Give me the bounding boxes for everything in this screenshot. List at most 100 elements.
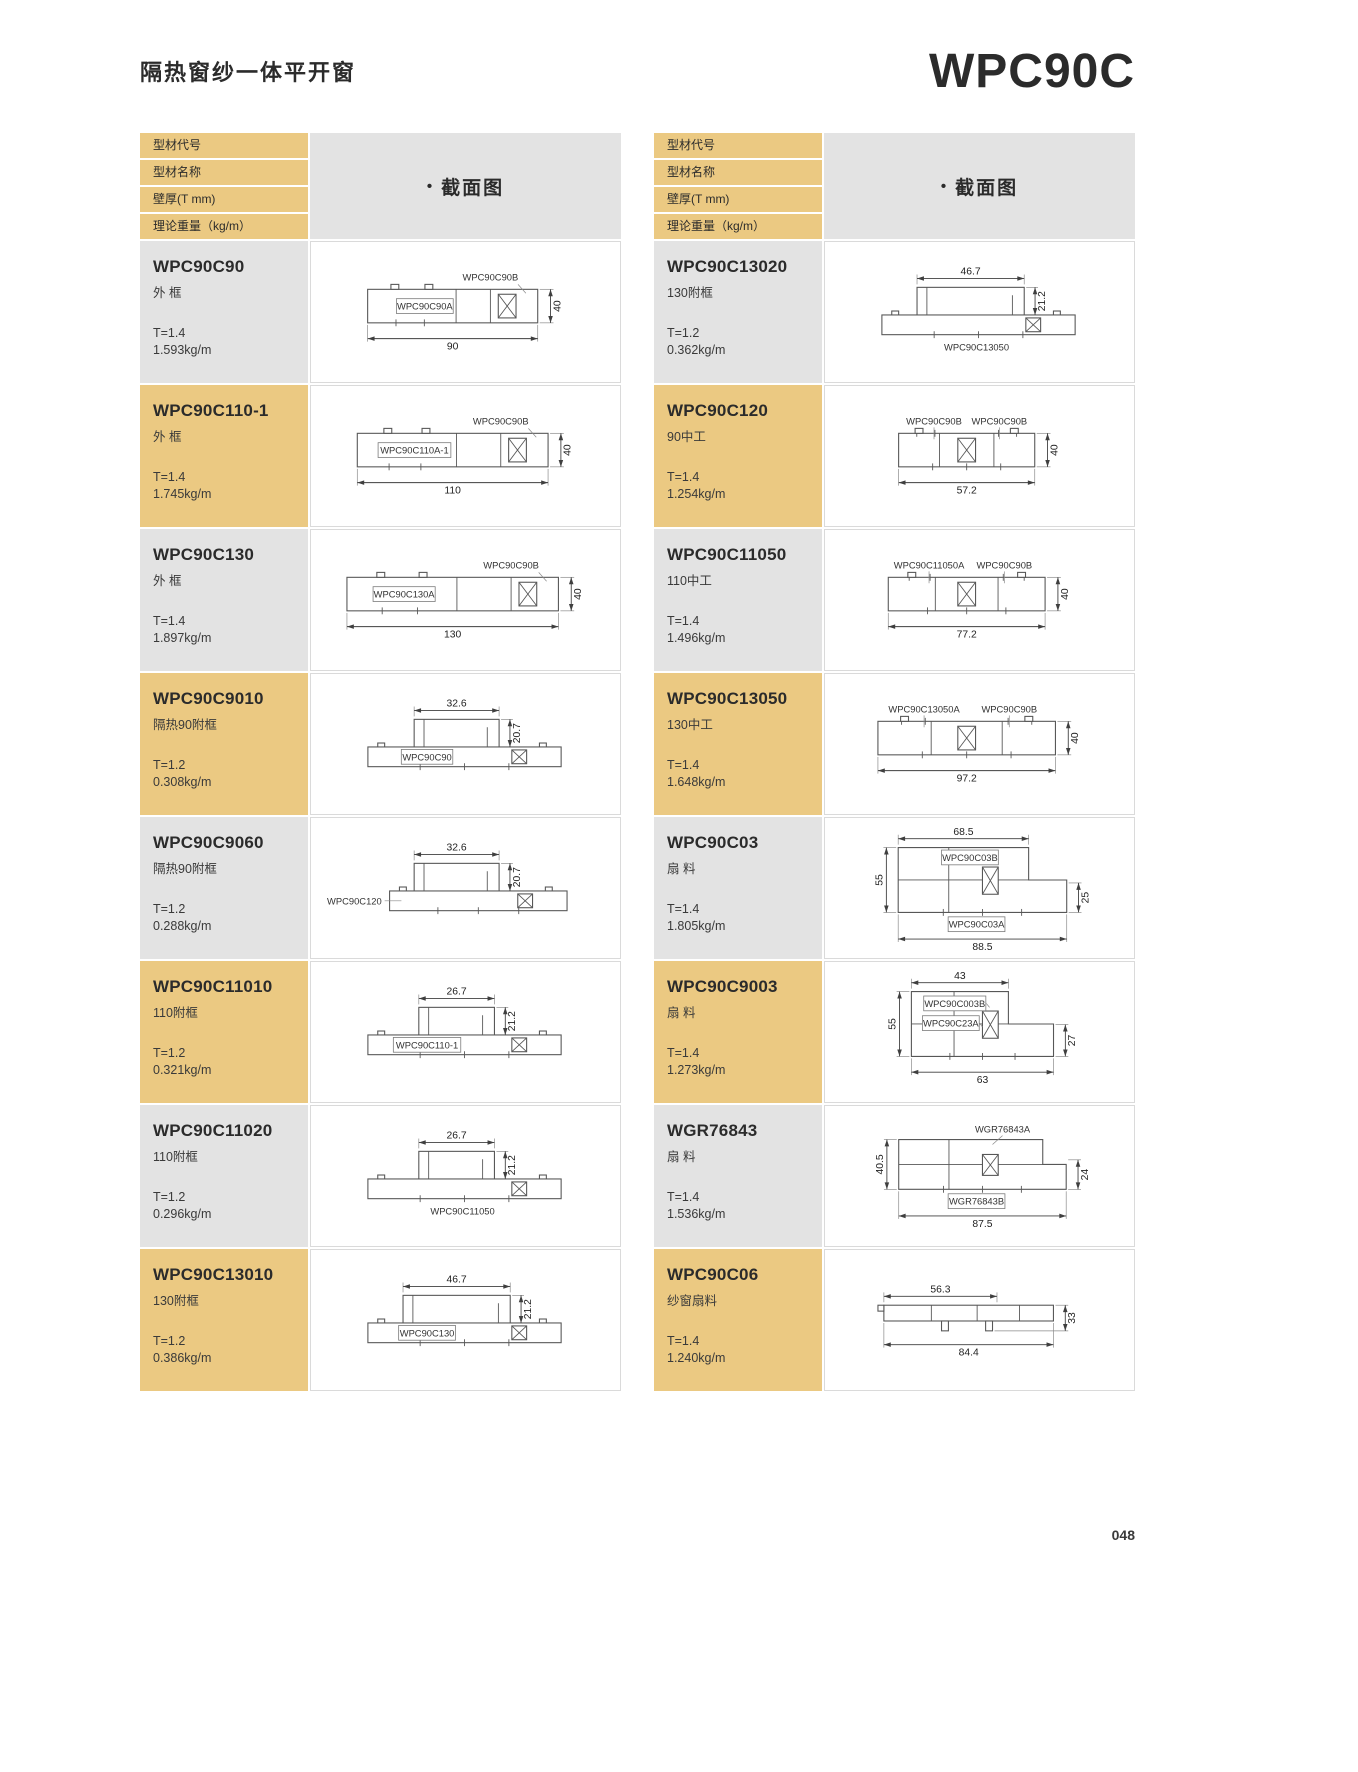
svg-text:WPC90C90A: WPC90C90A [397,302,453,312]
profile-thickness: T=1.4 [667,758,700,772]
svg-text:WPC90C13050: WPC90C13050 [944,342,1009,352]
table-header: 型材代号型材名称壁厚(T mm)理论重量（kg/m） • 截面图 [140,133,621,239]
header-label: 型材代号 [140,133,308,158]
svg-text:43: 43 [954,971,966,982]
svg-text:WPC90C23A: WPC90C23A [923,1019,979,1029]
svg-text:WGR76843B: WGR76843B [949,1197,1004,1207]
profile-weight: 0.308kg/m [153,775,212,789]
profile-code: WPC90C11050 [667,545,787,564]
profile-code: WPC90C11020 [153,1121,273,1140]
bullet-icon: • [426,177,435,195]
profile-info-cell: WGR76843 扇 料 T=1.4 1.536kg/m [654,1105,822,1247]
profile-weight: 1.593kg/m [153,343,212,357]
profile-weight: 1.536kg/m [667,1207,726,1221]
svg-text:20.7: 20.7 [512,723,523,743]
svg-text:32.6: 32.6 [447,843,467,854]
section-diagram-header: • 截面图 [310,133,621,239]
svg-text:84.4: 84.4 [959,1347,979,1358]
profile-thickness: T=1.4 [667,902,700,916]
profile-info-cell: WPC90C130 外 框 T=1.4 1.897kg/m [140,529,308,671]
profile-row: WPC90C06 纱窗扇料 T=1.4 1.240kg/m 56.3 33 84.4 [654,1249,1135,1391]
profile-name: 110中工 [667,574,712,588]
svg-text:WPC90C90: WPC90C90 [402,752,451,762]
profile-weight: 0.321kg/m [153,1063,212,1077]
page-header: 隔热窗纱一体平开窗 WPC90C [140,0,1135,96]
profile-code: WPC90C130 [153,545,255,564]
profile-row: WPC90C120 90中工 T=1.4 1.254kg/m WPC90C90B… [654,385,1135,527]
profile-name: 110附框 [153,1150,198,1164]
header-label: 理论重量（kg/m） [654,214,822,239]
svg-text:WPC90C90B: WPC90C90B [981,704,1037,714]
svg-text:WPC90C13050A: WPC90C13050A [888,704,960,714]
header-label: 壁厚(T mm) [654,187,822,212]
profile-code: WPC90C9060 [153,833,264,852]
svg-text:WPC90C90B: WPC90C90B [976,560,1032,570]
svg-text:26.7: 26.7 [447,987,467,998]
profile-info-cell: WPC90C11020 110附框 T=1.2 0.296kg/m [140,1105,308,1247]
svg-text:57.2: 57.2 [957,485,977,496]
profile-info-cell: WPC90C13010 130附框 T=1.2 0.386kg/m [140,1249,308,1391]
svg-text:WPC90C11050: WPC90C11050 [430,1206,494,1216]
svg-text:40: 40 [1060,588,1071,600]
svg-text:WPC90C130A: WPC90C130A [374,590,436,600]
profile-weight: 1.240kg/m [667,1351,726,1365]
profile-name: 外 框 [153,574,182,588]
svg-text:27: 27 [1067,1034,1078,1046]
svg-text:WPC90C03B: WPC90C03B [942,853,998,863]
profile-thickness: T=1.2 [667,326,700,340]
svg-text:40: 40 [563,444,574,456]
profile-name: 纱窗扇料 [667,1294,718,1308]
profile-table-left: 型材代号型材名称壁厚(T mm)理论重量（kg/m） • 截面图 WPC90C9… [140,133,621,1393]
section-diagram-header: • 截面图 [824,133,1135,239]
svg-text:WGR76843A: WGR76843A [975,1125,1031,1135]
profile-code: WPC90C13020 [667,257,788,276]
svg-text:WPC90C130: WPC90C130 [400,1328,455,1338]
svg-text:33: 33 [1067,1312,1078,1324]
bullet-icon: • [940,177,949,195]
section-title: 截面图 [441,177,505,199]
profile-name: 隔热90附框 [153,862,217,876]
header-label-column: 型材代号型材名称壁厚(T mm)理论重量（kg/m） [140,133,308,239]
svg-text:56.3: 56.3 [930,1284,950,1295]
svg-text:21.2: 21.2 [507,1155,518,1175]
svg-text:32.6: 32.6 [447,699,467,710]
profile-code: WPC90C9003 [667,977,778,996]
content-area: 隔热窗纱一体平开窗 WPC90C 型材代号型材名称壁厚(T mm)理论重量（kg… [140,0,1135,1772]
profile-info-cell: WPC90C90 外 框 T=1.4 1.593kg/m [140,241,308,383]
page-number: 048 [1111,1527,1135,1543]
profile-weight: 1.273kg/m [667,1063,726,1077]
profile-thickness: T=1.4 [153,614,186,628]
profile-info-cell: WPC90C06 纱窗扇料 T=1.4 1.240kg/m [654,1249,822,1391]
profile-name: 外 框 [153,286,182,300]
profile-code: WPC90C03 [667,833,759,852]
profile-info-cell: WPC90C13050 130中工 T=1.4 1.648kg/m [654,673,822,815]
profile-code: WPC90C11010 [153,977,273,996]
profile-code: WPC90C9010 [153,689,264,708]
svg-text:WPC90C11050A: WPC90C11050A [894,560,965,570]
profile-weight: 0.362kg/m [667,343,726,357]
